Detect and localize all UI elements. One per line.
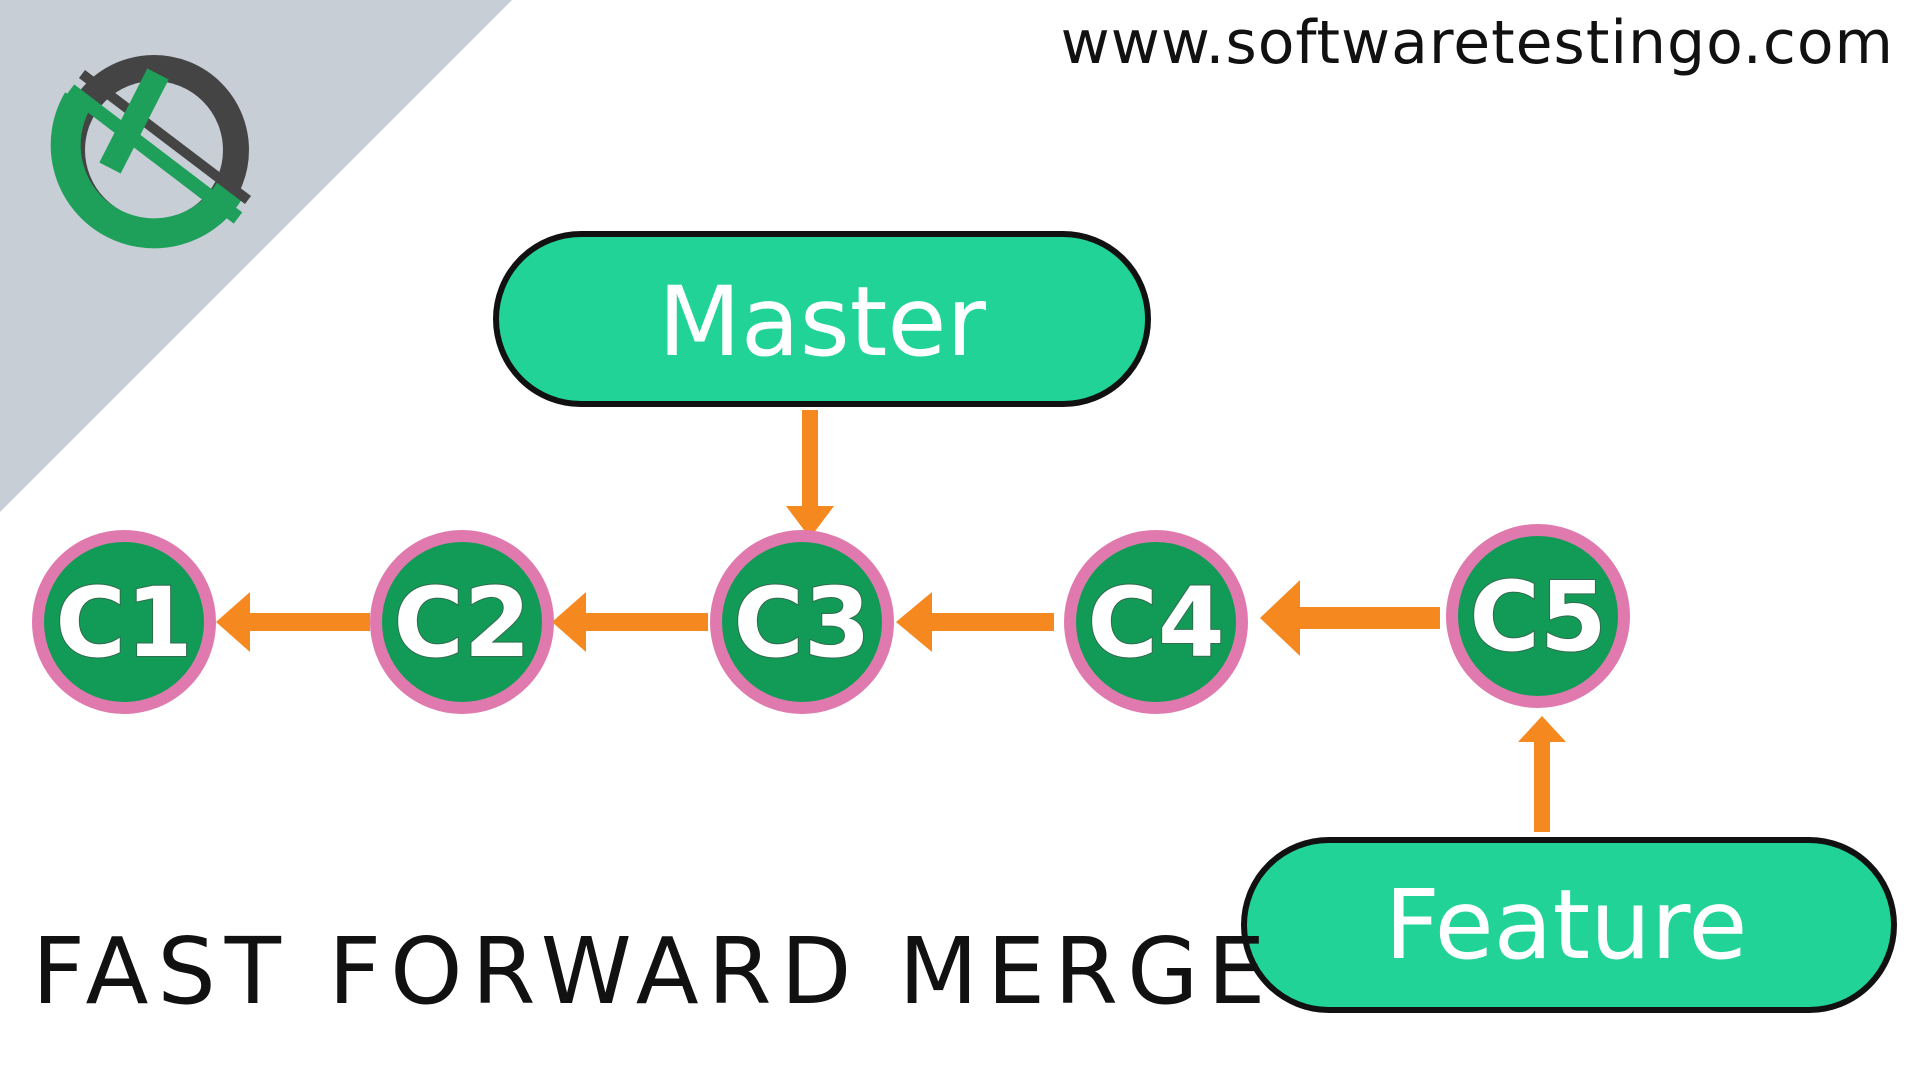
commit-c4-label: C4 xyxy=(1087,567,1224,679)
branch-master-label: Master xyxy=(658,266,986,378)
commit-c3-label: C3 xyxy=(733,567,870,679)
commit-c2: C2 xyxy=(370,530,554,714)
corner-background xyxy=(0,0,512,512)
commit-c4: C4 xyxy=(1064,530,1248,714)
arrow-c2-to-c1 xyxy=(216,592,370,652)
diagram-title: FAST FORWARD MERGE xyxy=(32,918,1275,1025)
arrow-feature-to-c5 xyxy=(1518,716,1566,832)
site-url: www.softwaretestingo.com xyxy=(1060,8,1894,78)
arrow-c4-to-c3 xyxy=(896,592,1054,652)
commit-c3: C3 xyxy=(710,530,894,714)
arrow-c5-to-c4 xyxy=(1260,580,1440,656)
branch-master: Master xyxy=(493,231,1151,407)
branch-feature: Feature xyxy=(1241,837,1897,1013)
commit-c5: C5 xyxy=(1446,524,1630,708)
commit-c1-label: C1 xyxy=(55,567,192,679)
softwaretestingo-logo-icon xyxy=(50,55,252,249)
arrow-master-to-c3 xyxy=(786,410,834,538)
branch-feature-label: Feature xyxy=(1385,869,1748,981)
commit-c1: C1 xyxy=(32,530,216,714)
arrow-c3-to-c2 xyxy=(552,592,708,652)
commit-c2-label: C2 xyxy=(393,567,530,679)
commit-c5-label: C5 xyxy=(1469,561,1606,673)
